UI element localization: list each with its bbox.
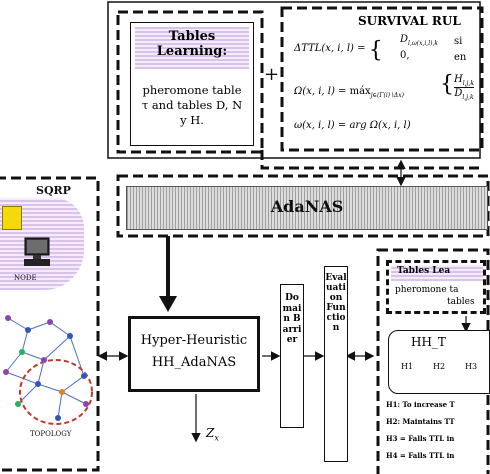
right-tables-desc1: pheromone ta xyxy=(395,285,459,295)
survival-to-adanas-dashed xyxy=(260,150,480,170)
sqrp-dashed-frame xyxy=(0,176,100,472)
sqrp-title: SQRP xyxy=(36,184,71,197)
pheromone-description: pheromone table τ and tables D, N y H. xyxy=(141,83,243,127)
right-tables-desc2: tables xyxy=(447,297,475,307)
heuristic-item: H3 = Falls TTL in xyxy=(386,434,455,443)
tables-learning-title: Tables Learning: xyxy=(156,29,228,59)
equation-delta-case2: 0, xyxy=(400,50,410,61)
hyper-heuristic-box: Hyper-Heuristic HH_AdaNAS xyxy=(128,316,260,392)
evaluation-function-box: Evaluation Function xyxy=(324,266,348,462)
tables-learning-dashed-frame xyxy=(116,10,264,154)
tables-learning-box: Tables Learning: pheromone table τ and t… xyxy=(130,22,254,146)
right-tables-title: Tables Lea xyxy=(397,266,451,276)
survival-rules-panel: SURVIVAL RUL ΔTTL(x, i, l) = { Dl,ω(x,i,… xyxy=(288,12,474,146)
node-folder-icon xyxy=(2,206,22,230)
hh-ttl-box: HH_T xyxy=(388,330,490,394)
topology-label: TOPOLOGY xyxy=(30,430,72,438)
h1-label: H1 xyxy=(401,362,414,371)
equation-omega-fraction: Hl,j,k Dl,j,k xyxy=(454,74,474,101)
heuristic-list: H1: To increase T H2: Maintains TT H3 = … xyxy=(386,400,474,460)
equation-delta-right2: en xyxy=(454,52,467,63)
equation-delta-case1: Dl,ω(x,i,l),k xyxy=(400,34,439,47)
right-panel-dashed-frame xyxy=(376,248,490,474)
hh-output-label: Zx xyxy=(206,426,219,443)
h3-label: H3 xyxy=(465,362,478,371)
domain-barrier-text: Domain Barrier xyxy=(282,293,302,345)
right-tables-box: Tables Lea pheromone ta tables xyxy=(386,260,486,314)
adanas-bar: AdaNAS xyxy=(126,186,488,230)
adanas-dashed-frame xyxy=(116,174,490,238)
hh-line2: HH_AdaNAS xyxy=(151,355,237,370)
hh-line1: Hyper-Heuristic xyxy=(140,333,248,348)
equations-dashed-frame xyxy=(280,6,484,152)
h2-label: H2 xyxy=(433,362,446,371)
node-label: NODE xyxy=(14,274,37,282)
survival-rules-title: SURVIVAL RUL xyxy=(358,14,461,28)
node-computer-icon xyxy=(22,236,52,270)
adanas-label: AdaNAS xyxy=(270,197,344,216)
domain-barrier-box: Domain Barrier xyxy=(280,284,304,428)
hh-ttl-title: HH_T xyxy=(411,335,446,349)
adanas-to-hh-arrowhead xyxy=(159,296,177,312)
equation-arg: ω(x, i, l) = arg Ω(x, i, l) xyxy=(294,120,411,131)
equation-omega: Ω(x, i, l) = máxj∈(Γ(i)∖Δx) xyxy=(294,86,404,99)
plus-sign: + xyxy=(264,64,280,85)
equation-omega-brace: { xyxy=(440,72,454,97)
heuristic-item: H4 = Falls TTL in xyxy=(386,451,455,460)
heuristic-item: H2: Maintains TT xyxy=(386,417,455,426)
equation-delta-ttl: ΔTTL(x, i, l) = { xyxy=(294,38,383,63)
heuristic-item: H1: To increase T xyxy=(386,400,455,409)
equation-delta-right1: si xyxy=(454,36,463,47)
topology-graph xyxy=(3,315,93,425)
survival-outer-frame xyxy=(107,1,481,159)
evaluation-function-text: Evaluation Function xyxy=(325,273,347,333)
